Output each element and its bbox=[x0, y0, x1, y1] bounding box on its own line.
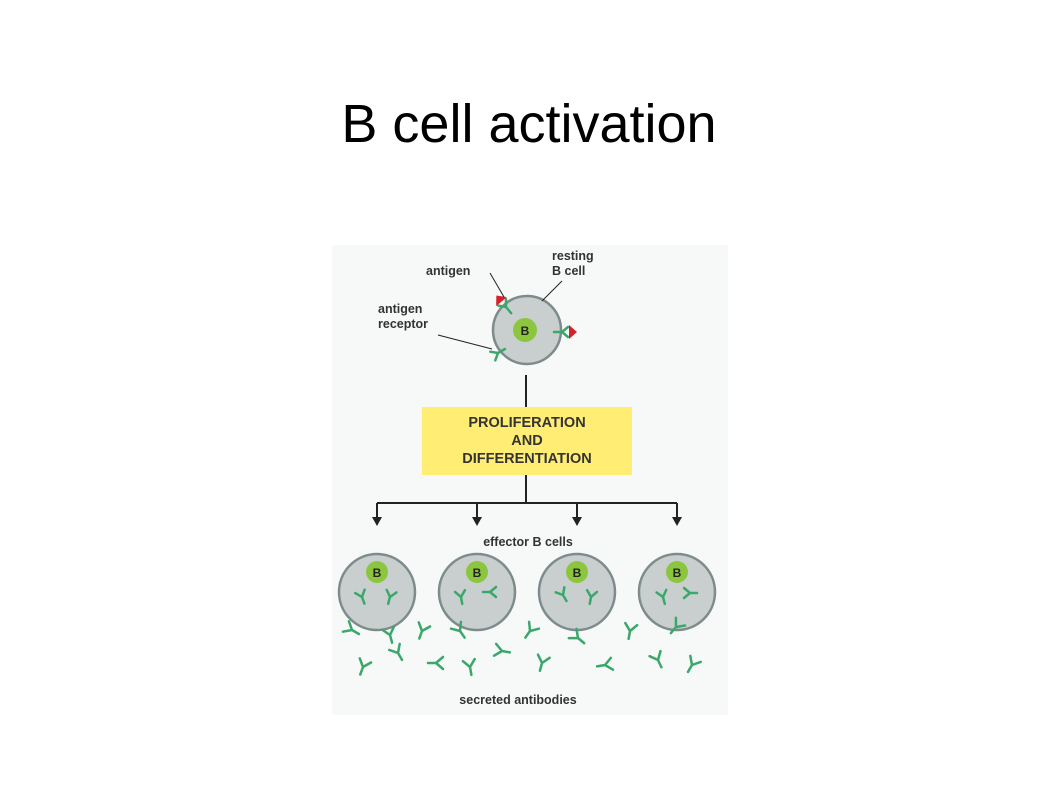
effector-cell-letter: B bbox=[673, 566, 682, 580]
process-box bbox=[422, 407, 632, 475]
effector-cell-4: B bbox=[637, 552, 717, 632]
effector-label: effector B cells bbox=[483, 535, 573, 549]
effector-nucleus bbox=[366, 561, 388, 583]
effector-cell-letter: B bbox=[573, 566, 582, 580]
internal-antibody bbox=[655, 588, 668, 606]
secreted-label: secreted antibodies bbox=[459, 693, 576, 707]
b-cell-activation-diagram: B antigen resting B cell antigen recepto… bbox=[332, 245, 728, 715]
antigen-label: antigen bbox=[426, 264, 470, 278]
antibody-icon bbox=[358, 657, 373, 676]
internal-antibody bbox=[481, 585, 498, 599]
effector-nucleus bbox=[666, 561, 688, 583]
internal-antibody bbox=[682, 586, 699, 600]
antigen-leader bbox=[489, 272, 505, 298]
internal-antibody bbox=[554, 586, 568, 603]
process-line1: PROLIFERATION bbox=[468, 415, 585, 431]
process-line2: AND bbox=[511, 433, 542, 449]
resting-cell-letter: B bbox=[521, 324, 530, 338]
bound-receptor-right bbox=[552, 325, 577, 339]
process-line3: DIFFERENTIATION bbox=[462, 451, 591, 467]
resting-nucleus bbox=[513, 318, 537, 342]
antibody-icon bbox=[524, 620, 541, 639]
antibody-icon bbox=[624, 621, 639, 641]
antibody-icon bbox=[492, 642, 512, 657]
receptor-leader bbox=[437, 334, 493, 350]
antibody-icon bbox=[341, 620, 361, 636]
antibody-icon bbox=[461, 657, 476, 677]
antibody-icon bbox=[686, 654, 702, 674]
free-receptor bbox=[489, 347, 507, 362]
effector-cell-letter: B bbox=[373, 566, 382, 580]
antibody-icon bbox=[567, 627, 586, 645]
bound-receptor-top bbox=[496, 295, 513, 315]
antigen-shape bbox=[569, 325, 577, 339]
internal-antibody bbox=[453, 588, 467, 606]
slide-title: B cell activation bbox=[341, 94, 717, 154]
antibody-icon bbox=[595, 656, 615, 671]
antibody-icon bbox=[381, 625, 396, 644]
antigen-shape bbox=[496, 295, 507, 307]
effector-cell-letter: B bbox=[473, 566, 482, 580]
resting-label-line1: resting bbox=[552, 249, 594, 263]
internal-antibody bbox=[385, 588, 398, 606]
receptor-label-line1: antigen bbox=[378, 302, 422, 316]
effector-nucleus bbox=[566, 561, 588, 583]
arrowhead-4 bbox=[672, 517, 682, 526]
antibody-icon bbox=[417, 621, 432, 640]
internal-antibody bbox=[353, 588, 366, 605]
antibody-icon bbox=[669, 616, 687, 635]
effector-cell-2: B bbox=[437, 552, 517, 632]
effector-cell-1: B bbox=[337, 552, 417, 632]
effector-nucleus bbox=[466, 561, 488, 583]
resting-label-line2: B cell bbox=[552, 264, 585, 278]
arrowhead-1 bbox=[372, 517, 382, 526]
antibody-icon bbox=[648, 649, 663, 669]
antibody-icon bbox=[426, 655, 445, 671]
resting-leader bbox=[541, 280, 563, 302]
arrowhead-3 bbox=[572, 517, 582, 526]
antibody-icon bbox=[388, 642, 404, 662]
antibody-icon bbox=[449, 620, 466, 639]
secreted-antibodies bbox=[341, 616, 702, 677]
effector-cell-3: B bbox=[537, 552, 617, 632]
antibody-icon bbox=[536, 653, 551, 672]
arrowhead-2 bbox=[472, 517, 482, 526]
receptor-label-line2: receptor bbox=[378, 317, 428, 331]
internal-antibody bbox=[585, 588, 599, 606]
